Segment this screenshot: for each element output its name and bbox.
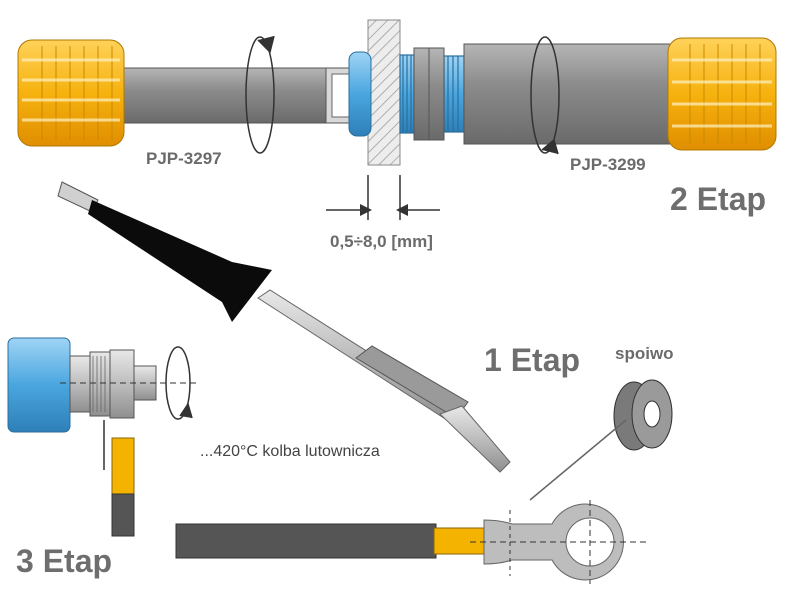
rotation-arrow-icon [165,346,193,420]
stage-3-label: 3 Etap [16,543,113,579]
stage-2-label: 2 Etap [670,181,767,217]
stage-1-label: 1 Etap [484,342,581,378]
connector-right-label: PJP-3299 [570,155,646,174]
rotation-arrow-icon [530,36,560,155]
rotation-arrow-icon [245,35,275,154]
connector-left-pjp3297 [17,39,357,147]
soldering-iron [57,181,511,473]
connector-left-label: PJP-3297 [146,149,222,168]
solder-spool-icon [529,379,673,501]
cable-with-lug [175,500,650,584]
solder-label: spoiwo [615,344,674,363]
connector-right-pjp3299 [348,37,777,151]
panel-connector-stage3 [7,337,200,537]
panel-section [367,19,401,166]
dimension-label: 0,5÷8,0 [mm] [330,232,433,251]
soldering-iron-label: ...420°C kolba lutownicza [200,443,380,460]
dimension-arrow-icon [326,175,440,220]
